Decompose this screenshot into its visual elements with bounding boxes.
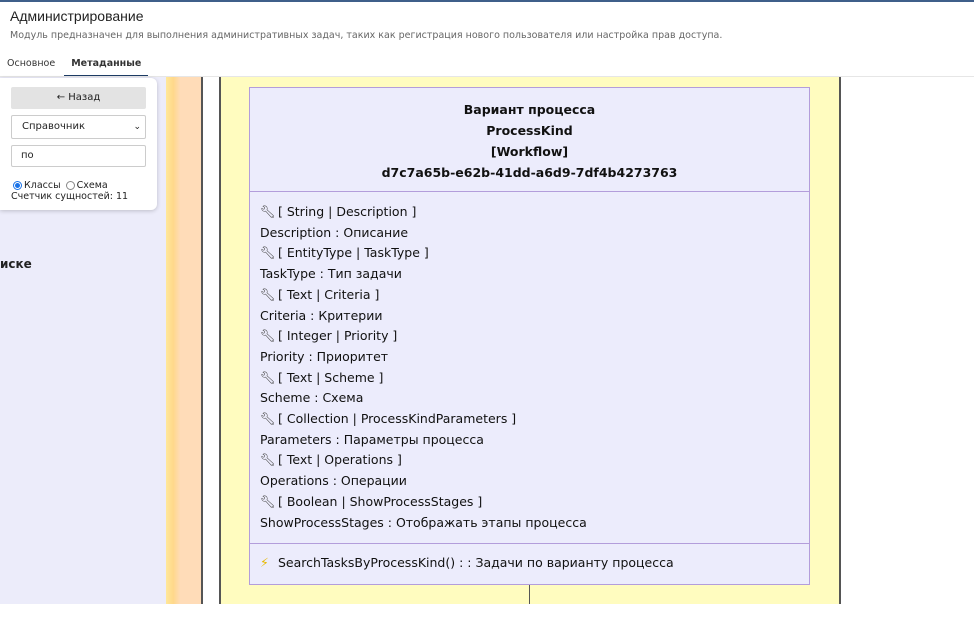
- view-mode-radios: Классы Схема: [13, 180, 108, 191]
- entity-module: [Workflow]: [490, 144, 569, 159]
- wrench-icon: 🔧︎: [260, 286, 276, 302]
- divider: [0, 76, 974, 77]
- entity-id: d7c7a65b-e62b-41dd-a6d9-7df4b4273763: [381, 165, 678, 180]
- entity-operations: ⚡︎ SearchTasksByProcessKind() : : Задачи …: [250, 544, 809, 573]
- attribute-type-label: [ Boolean | ShowProcessStages ]: [278, 493, 483, 509]
- lightning-icon: ⚡︎: [260, 555, 269, 570]
- attribute-type[interactable]: 🔧︎[ EntityType | TaskType ]: [260, 243, 809, 264]
- attribute-type[interactable]: 🔧︎[ Text | Scheme ]: [260, 368, 809, 389]
- attribute-label: Scheme : Схема: [260, 390, 364, 406]
- attribute-type[interactable]: 🔧︎[ Text | Criteria ]: [260, 285, 809, 306]
- lane-border: [201, 77, 203, 604]
- attribute-label: TaskType : Тип задачи: [260, 266, 402, 282]
- wrench-icon: 🔧︎: [260, 245, 276, 261]
- wrench-icon: 🔧︎: [260, 328, 276, 344]
- attribute-type-label: [ Collection | ProcessKindParameters ]: [278, 411, 517, 427]
- page-title: Администрирование: [10, 8, 144, 24]
- attribute-label: Criteria : Критерии: [260, 307, 383, 323]
- entity-type-select[interactable]: Справочник ⌄: [11, 115, 146, 139]
- wrench-icon: 🔧︎: [260, 452, 276, 468]
- radio-schema[interactable]: [65, 181, 75, 190]
- search-input[interactable]: по: [11, 145, 146, 167]
- radio-classes[interactable]: [13, 181, 22, 190]
- wrench-icon: 🔧︎: [260, 411, 276, 427]
- attribute-type[interactable]: 🔧︎[ Collection | ProcessKindParameters ]: [260, 409, 809, 430]
- radio-classes-label[interactable]: Классы: [24, 180, 61, 191]
- chevron-down-icon: ⌄: [133, 122, 141, 132]
- wrench-icon: 🔧︎: [260, 369, 276, 385]
- attribute-type[interactable]: 🔧︎[ Boolean | ShowProcessStages ]: [260, 492, 809, 513]
- entity-title: Вариант процесса: [463, 102, 596, 117]
- attribute-label: Priority : Приоритет: [260, 348, 389, 364]
- attribute-label: Parameters : Параметры процесса: [260, 431, 484, 447]
- attribute-type-label: [ Text | Operations ]: [278, 452, 402, 468]
- radio-schema-label[interactable]: Схема: [76, 180, 108, 191]
- attribute-type[interactable]: 🔧︎[ Integer | Priority ]: [260, 326, 809, 347]
- entity-class-box[interactable]: Вариант процесса ProcessKind [Workflow] …: [249, 87, 810, 585]
- attribute-type-label: [ Text | Scheme ]: [278, 369, 384, 385]
- entity-attributes: 🔧︎[ String | Description ] Description :…: [250, 192, 809, 544]
- entity-header: Вариант процесса ProcessKind [Workflow] …: [250, 88, 809, 192]
- lane-border: [839, 77, 841, 604]
- entity-name: ProcessKind: [486, 123, 573, 138]
- tabs: Основное Метаданные: [0, 56, 149, 77]
- attribute-type[interactable]: 🔧︎[ String | Description ]: [260, 202, 809, 223]
- control-panel: ← Назад Справочник ⌄ по Классы Схема Счет…: [0, 78, 157, 210]
- swimlane-strip: [166, 77, 202, 604]
- attribute-label: Description : Описание: [260, 224, 409, 240]
- operation-label: SearchTasksByProcessKind() : : Задачи по…: [278, 555, 674, 570]
- tab-metadata[interactable]: Метаданные: [64, 56, 149, 77]
- operation-item[interactable]: ⚡︎ SearchTasksByProcessKind() : : Задачи …: [260, 553, 809, 573]
- attribute-label: Operations : Операции: [260, 473, 407, 489]
- attribute-type-label: [ Integer | Priority ]: [278, 328, 398, 344]
- attribute-type-label: [ Text | Criteria ]: [278, 286, 380, 302]
- attribute-type-label: [ String | Description ]: [278, 204, 417, 219]
- partial-entity-title: иске: [0, 257, 32, 271]
- attribute-type[interactable]: 🔧︎[ Text | Operations ]: [260, 450, 809, 471]
- page-subtitle: Модуль предназначен для выполнения админ…: [10, 30, 723, 41]
- select-value: Справочник: [22, 121, 85, 132]
- attribute-label: ShowProcessStages : Отображать этапы про…: [260, 514, 587, 530]
- entity-counter: Счетчик сущностей: 11: [11, 191, 129, 202]
- top-accent-line: [0, 0, 974, 2]
- lane-border: [219, 77, 221, 604]
- connector-line: [529, 585, 530, 604]
- wrench-icon: 🔧︎: [260, 204, 276, 219]
- attribute-type-label: [ EntityType | TaskType ]: [278, 245, 429, 261]
- wrench-icon: 🔧︎: [260, 493, 276, 509]
- tab-basic[interactable]: Основное: [7, 58, 56, 69]
- back-button[interactable]: ← Назад: [11, 87, 146, 109]
